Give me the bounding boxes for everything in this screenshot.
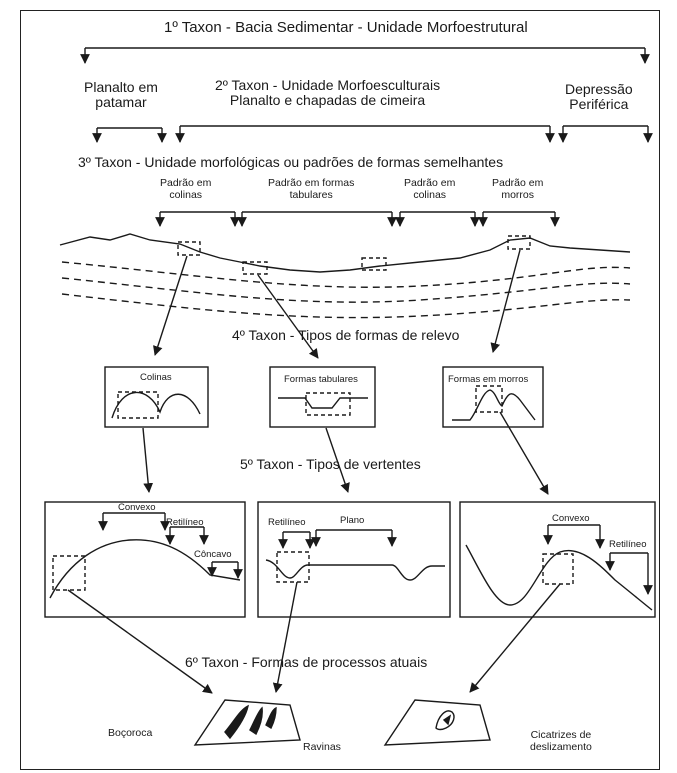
taxon3-pattern-2: Padrão em formas tabulares: [268, 177, 355, 201]
panel3-retilineo: Retilíneo: [609, 539, 647, 550]
taxon2-left-line2: patamar: [95, 94, 147, 111]
cicatrizes-line1: Cicatrizes de: [530, 729, 592, 741]
pattern-3-line1: Padrão em: [404, 177, 456, 189]
taxon2-right-line2: Periférica: [569, 96, 629, 113]
taxon5-panel-1: [44, 501, 246, 618]
taxon4-box-2-title: Formas tabulares: [284, 374, 358, 385]
pattern-2-line2: tabulares: [289, 188, 333, 201]
panel1-concavo: Côncavo: [194, 549, 232, 560]
taxon2-left-line1: Planalto em: [84, 79, 158, 95]
taxon5-title: 5º Taxon - Tipos de vertentes: [240, 456, 421, 472]
taxon4-box-colinas: [104, 366, 209, 428]
cicatrizes-line2: deslizamento: [530, 740, 592, 753]
taxon4-title: 4º Taxon - Tipos de formas de relevo: [232, 327, 460, 343]
pattern-3-line2: colinas: [413, 188, 447, 201]
ravinas-label: Ravinas: [303, 741, 341, 753]
arrows-to-taxon4: [153, 249, 521, 359]
taxon5-panel-3: [459, 501, 656, 618]
panel3-convexo: Convexo: [552, 513, 590, 524]
taxon4-box-3-title: Formas em morros: [448, 374, 529, 385]
taxon2-title-line1: 2º Taxon - Unidade Morfoesculturais: [215, 77, 441, 93]
arrows-to-taxon5: [142, 411, 549, 495]
taxon4-box-1-title: Colinas: [140, 372, 172, 383]
taxon2-right-label: Depressão Periférica: [565, 81, 633, 113]
taxon4-box-tabulares: [269, 366, 376, 428]
taxon5-panel-2: [257, 501, 451, 618]
taxon3-pattern-3: Padrão em colinas: [404, 177, 456, 201]
bocoroca-label: Boçoroca: [108, 727, 153, 739]
pattern-4-line1: Padrão em: [492, 177, 544, 189]
taxon1-bracket: [80, 47, 650, 64]
taxon6-title: 6º Taxon - Formas de processos atuais: [185, 654, 428, 670]
panel2-retilineo: Retilíneo: [268, 517, 306, 528]
pattern-4-line2: morros: [501, 188, 535, 201]
pattern-1-line1: Padrão em: [160, 177, 212, 189]
taxon3-brackets: [155, 211, 560, 227]
taxon3-pattern-4: Padrão em morros: [492, 177, 544, 201]
taxon2-bracket: [92, 125, 653, 143]
panel1-retilineo: Retilíneo: [166, 517, 204, 528]
taxon2-title: 2º Taxon - Unidade Morfoesculturais Plan…: [215, 77, 441, 109]
pattern-2-line1: Padrão em formas: [268, 177, 355, 189]
terrain-profile: [59, 233, 631, 319]
cicatrizes-label: Cicatrizes de deslizamento: [530, 729, 592, 753]
taxon1-title: 1º Taxon - Bacia Sedimentar - Unidade Mo…: [164, 19, 528, 36]
taxon3-pattern-1: Padrão em colinas: [160, 177, 212, 201]
arrows-to-taxon6: [67, 581, 561, 694]
cicatrizes-shape: [383, 699, 491, 746]
taxon2-title-line2: Planalto e chapadas de cimeira: [229, 92, 426, 109]
bocoroca-ravinas-shape: [193, 699, 301, 746]
taxon3-title: 3º Taxon - Unidade morfológicas ou padrõ…: [78, 154, 504, 170]
diagram-frame: [20, 10, 660, 770]
panel2-plano: Plano: [340, 515, 365, 526]
pattern-1-line2: colinas: [169, 188, 203, 201]
taxon4-box-morros: [442, 366, 544, 428]
taxon2-right-line1: Depressão: [565, 81, 633, 97]
panel1-convexo: Convexo: [118, 502, 156, 513]
taxon2-left-label: Planalto em patamar: [84, 79, 158, 111]
